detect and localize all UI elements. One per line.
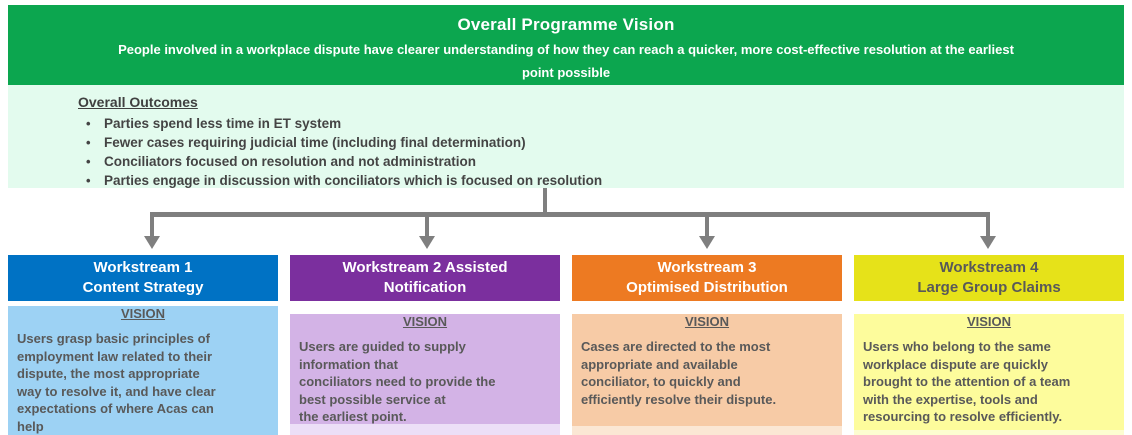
- connector-drop: [150, 217, 154, 236]
- banner-subtitle: People involved in a workplace dispute h…: [118, 42, 1014, 80]
- outcomes-item: Conciliators focused on resolution and n…: [78, 152, 1104, 171]
- connector-drop: [705, 217, 709, 236]
- workstream-1-vision-text: Users grasp basic principles of employme…: [17, 331, 216, 434]
- outcomes-item: Parties spend less time in ET system: [78, 114, 1104, 133]
- workstream-4-card: Workstream 4 Large Group Claims VISION U…: [854, 255, 1124, 435]
- workstream-1-header: Workstream 1 Content Strategy: [8, 255, 278, 301]
- connector-bar: [150, 212, 990, 217]
- outcomes-list: Parties spend less time in ET system Few…: [78, 114, 1104, 190]
- workstream-3-body: VISION Cases are directed to the most ap…: [572, 314, 842, 435]
- workstream-2-body: VISION Users are guided to supply inform…: [290, 314, 560, 434]
- workstream-4-vision-text: Users who belong to the same workplace d…: [863, 339, 1071, 424]
- workstream-2-next-section-strip: [290, 424, 560, 435]
- connector-drop: [425, 217, 429, 236]
- workstream-3-next-section-strip: [572, 426, 842, 435]
- down-arrow-icon: [980, 236, 996, 249]
- down-arrow-icon: [144, 236, 160, 249]
- workstream-3-vision-text: Cases are directed to the most appropria…: [581, 339, 777, 407]
- down-arrow-icon: [419, 236, 435, 249]
- overall-outcomes-section: Overall Outcomes Parties spend less time…: [8, 85, 1124, 190]
- outcomes-item: Parties engage in discussion with concil…: [78, 171, 1104, 190]
- outcomes-item: Fewer cases requiring judicial time (inc…: [78, 133, 1104, 152]
- workstream-2-vision-text: Users are guided to supply information t…: [299, 339, 496, 424]
- connector-stem: [543, 188, 547, 212]
- vision-label: VISION: [966, 314, 1012, 329]
- workstream-3-card: Workstream 3 Optimised Distribution VISI…: [572, 255, 842, 435]
- outcomes-heading: Overall Outcomes: [78, 94, 198, 110]
- vision-label: VISION: [684, 314, 730, 329]
- workstream-1-body: VISION Users grasp basic principles of e…: [8, 306, 278, 435]
- down-arrow-icon: [699, 236, 715, 249]
- overall-programme-vision-banner: Overall Programme Vision People involved…: [8, 5, 1124, 85]
- workstream-2-card: Workstream 2 Assisted Notification VISIO…: [290, 255, 560, 434]
- workstream-3-header: Workstream 3 Optimised Distribution: [572, 255, 842, 301]
- connector-drop: [986, 217, 990, 236]
- workstream-4-next-section-strip: [854, 430, 1124, 435]
- workstream-2-header: Workstream 2 Assisted Notification: [290, 255, 560, 301]
- workstream-1-card: Workstream 1 Content Strategy VISION Use…: [8, 255, 278, 435]
- workstream-4-header: Workstream 4 Large Group Claims: [854, 255, 1124, 301]
- banner-title: Overall Programme Vision: [457, 15, 675, 34]
- vision-label: VISION: [402, 314, 448, 329]
- vision-label: VISION: [120, 306, 166, 321]
- workstream-4-body: VISION Users who belong to the same work…: [854, 314, 1124, 435]
